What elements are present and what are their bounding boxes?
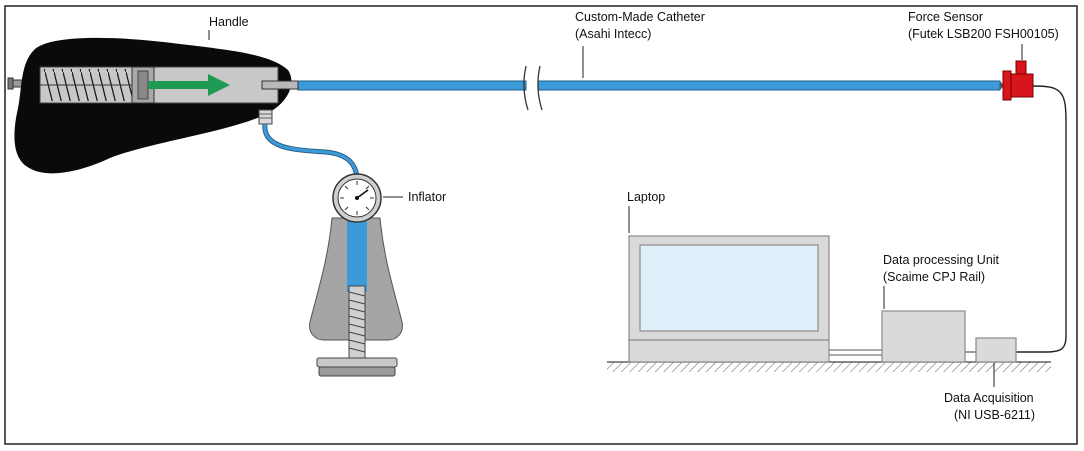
laptop-screen <box>639 244 819 332</box>
inflator-knob <box>316 357 398 368</box>
catheter-tip <box>1000 81 1004 90</box>
data-acquisition-unit <box>975 337 1017 363</box>
force-sensor-flange <box>1002 70 1012 101</box>
laptop-label: Laptop <box>627 190 665 204</box>
inflator-screw <box>348 285 366 359</box>
laptop-base <box>628 339 830 363</box>
catheter <box>297 65 1004 111</box>
data-processing-unit <box>881 310 966 363</box>
direction-arrow-head <box>208 74 230 96</box>
inflator <box>309 173 403 377</box>
catheter-connector <box>261 80 299 90</box>
daq-label-line2: (NI USB-6211) <box>954 408 1035 422</box>
force-sensor <box>1002 60 1034 101</box>
catheter-label-line1: Custom-Made Catheter <box>575 10 705 24</box>
force-sensor-body <box>1010 73 1034 98</box>
laptop <box>628 235 830 363</box>
daq-label-line1: Data Acquisition <box>944 391 1034 405</box>
catheter-label-line2: (Asahi Intecc) <box>575 27 651 41</box>
tube-fitting <box>258 109 273 125</box>
inflator-chamber <box>347 220 367 292</box>
piston-core <box>137 70 149 100</box>
direction-arrow-shaft <box>148 81 210 89</box>
force-sensor-label-line1: Force Sensor <box>908 10 983 24</box>
catheter-break-left <box>523 65 529 111</box>
inflator-tube <box>263 123 359 179</box>
force-sensor-top <box>1015 60 1027 75</box>
force-sensor-label-line2: (Futek LSB200 FSH00105) <box>908 27 1059 41</box>
inflator-label: Inflator <box>408 190 446 204</box>
handle-rod-end <box>7 77 14 90</box>
gauge-needle <box>356 189 369 199</box>
dpu-label-line2: (Scaime CPJ Rail) <box>883 270 985 284</box>
sensor-cable <box>1016 85 1067 353</box>
dpu-label-line1: Data processing Unit <box>883 253 1000 267</box>
catheter-break-right <box>537 65 543 111</box>
handle <box>7 37 299 174</box>
handle-label: Handle <box>209 15 249 29</box>
table-surface-hatch <box>607 362 1051 372</box>
